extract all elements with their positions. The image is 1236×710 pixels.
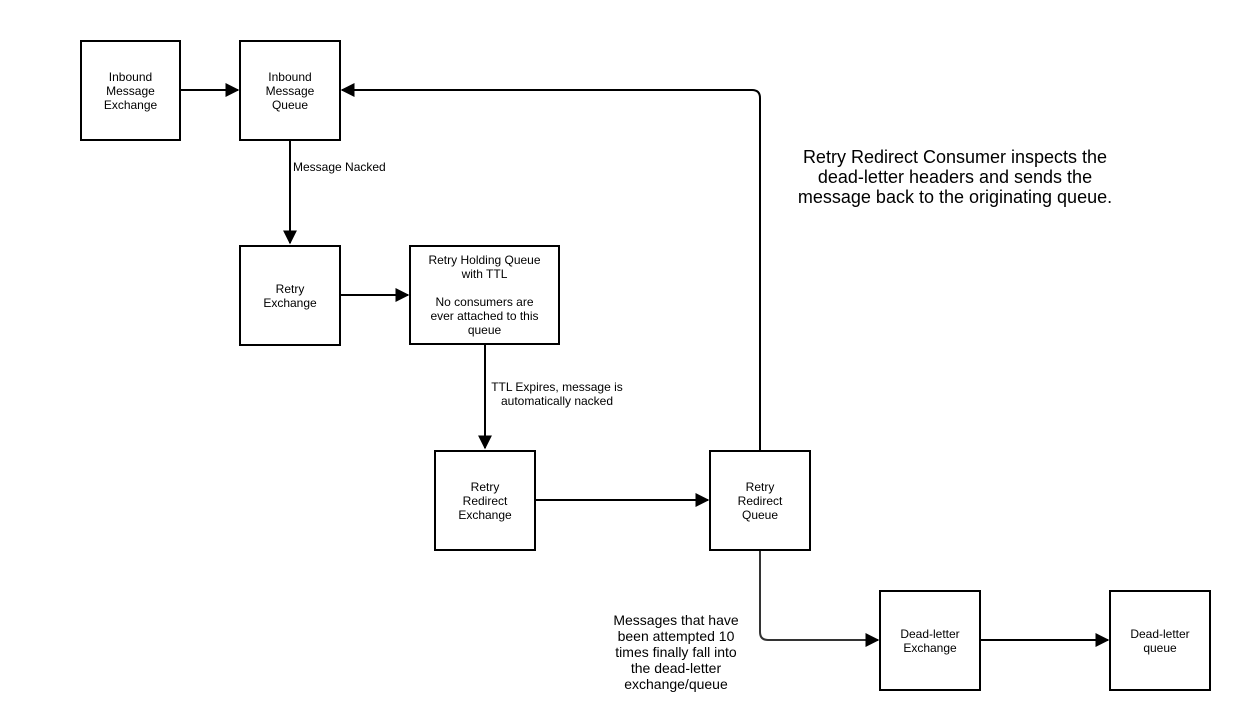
node-retry-exchange: Retry Exchange — [239, 245, 341, 346]
edge-label-ttl-expires: TTL Expires, message is automatically na… — [491, 380, 623, 408]
node-retry-holding-queue-label: Retry Holding Queue with TTL No consumer… — [428, 253, 541, 337]
node-dead-letter-exchange: Dead-letter Exchange — [879, 590, 981, 691]
node-inbound-message-queue: Inbound Message Queue — [239, 40, 341, 141]
node-dead-letter-queue: Dead-letter queue — [1109, 590, 1211, 691]
node-retry-redirect-exchange-label: Retry Redirect Exchange — [458, 479, 512, 522]
node-retry-holding-queue: Retry Holding Queue with TTL No consumer… — [409, 245, 560, 345]
node-retry-redirect-queue-label: Retry Redirect Queue — [737, 479, 783, 522]
node-dead-letter-queue-label: Dead-letter queue — [1130, 626, 1190, 655]
edge-redirect-queue-to-inbound-queue — [340, 83, 761, 450]
node-inbound-message-exchange: Inbound Message Exchange — [80, 40, 181, 141]
node-dead-letter-exchange-label: Dead-letter Exchange — [900, 626, 960, 655]
node-retry-redirect-exchange: Retry Redirect Exchange — [434, 450, 536, 551]
edge-label-max-attempts: Messages that have been attempted 10 tim… — [613, 612, 739, 692]
node-retry-redirect-queue: Retry Redirect Queue — [709, 450, 811, 551]
node-inbound-message-exchange-label: Inbound Message Exchange — [103, 69, 158, 112]
edge-redirect-queue-to-dead-letter-exchange — [759, 551, 880, 647]
annotation-redirect-consumer: Retry Redirect Consumer inspects the dea… — [797, 147, 1113, 207]
edge-label-message-nacked: Message Nacked — [293, 160, 386, 174]
node-inbound-message-queue-label: Inbound Message Queue — [265, 69, 315, 112]
node-retry-exchange-label: Retry Exchange — [263, 281, 317, 310]
